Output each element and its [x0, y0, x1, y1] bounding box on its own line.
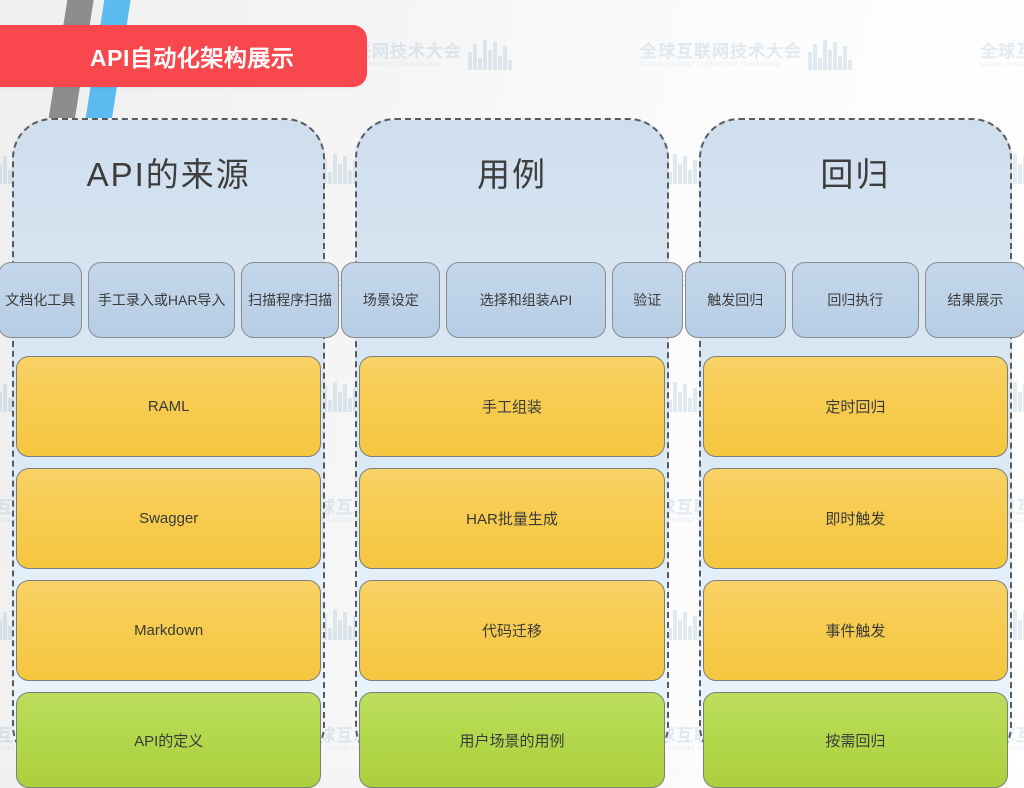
stage-chip[interactable]: 验证: [611, 262, 683, 338]
column-header: 回归: [820, 156, 891, 193]
stage-chip[interactable]: 扫描程序扫描: [240, 262, 340, 338]
page-title: API自动化架构展示: [90, 45, 295, 71]
item-card[interactable]: 按需回归: [702, 692, 1008, 788]
stage-chip[interactable]: 手工录入或HAR导入: [88, 262, 235, 338]
item-card[interactable]: 事件触发: [702, 580, 1008, 681]
column-3: 回归触发回归回归执行结果展示定时回归即时触发事件触发按需回归: [684, 118, 1024, 788]
stage-chip[interactable]: 回归执行: [791, 262, 919, 338]
item-card[interactable]: 用户场景的用例: [359, 692, 665, 788]
chip-row: 文档化工具手工录入或HAR导入扫描程序扫描: [0, 262, 340, 338]
title-banner: API自动化架构展示: [0, 25, 367, 87]
item-card[interactable]: 手工组装: [359, 356, 665, 457]
item-card[interactable]: 定时回归: [702, 356, 1008, 457]
item-card[interactable]: Markdown: [16, 580, 322, 681]
column-header: 用例: [476, 156, 547, 193]
column-header: API的来源: [86, 156, 251, 193]
stage-chip[interactable]: 结果展示: [924, 262, 1024, 338]
item-card[interactable]: Swagger: [16, 468, 322, 569]
item-card[interactable]: API的定义: [16, 692, 322, 788]
stage-chip[interactable]: 选择和组装API: [446, 262, 606, 338]
stage-chip[interactable]: 文档化工具: [0, 262, 83, 338]
item-card[interactable]: 代码迁移: [359, 580, 665, 681]
card-stack: 定时回归即时触发事件触发按需回归: [702, 356, 1008, 788]
item-card[interactable]: 即时触发: [702, 468, 1008, 569]
stage-chip[interactable]: 触发回归: [684, 262, 786, 338]
item-card[interactable]: RAML: [16, 356, 322, 457]
card-stack: 手工组装 HAR批量生成代码迁移用户场景的用例: [359, 356, 665, 788]
stage-chip[interactable]: 场景设定: [341, 262, 441, 338]
item-card[interactable]: HAR批量生成: [359, 468, 665, 569]
chip-row: 触发回归回归执行结果展示: [684, 262, 1024, 338]
